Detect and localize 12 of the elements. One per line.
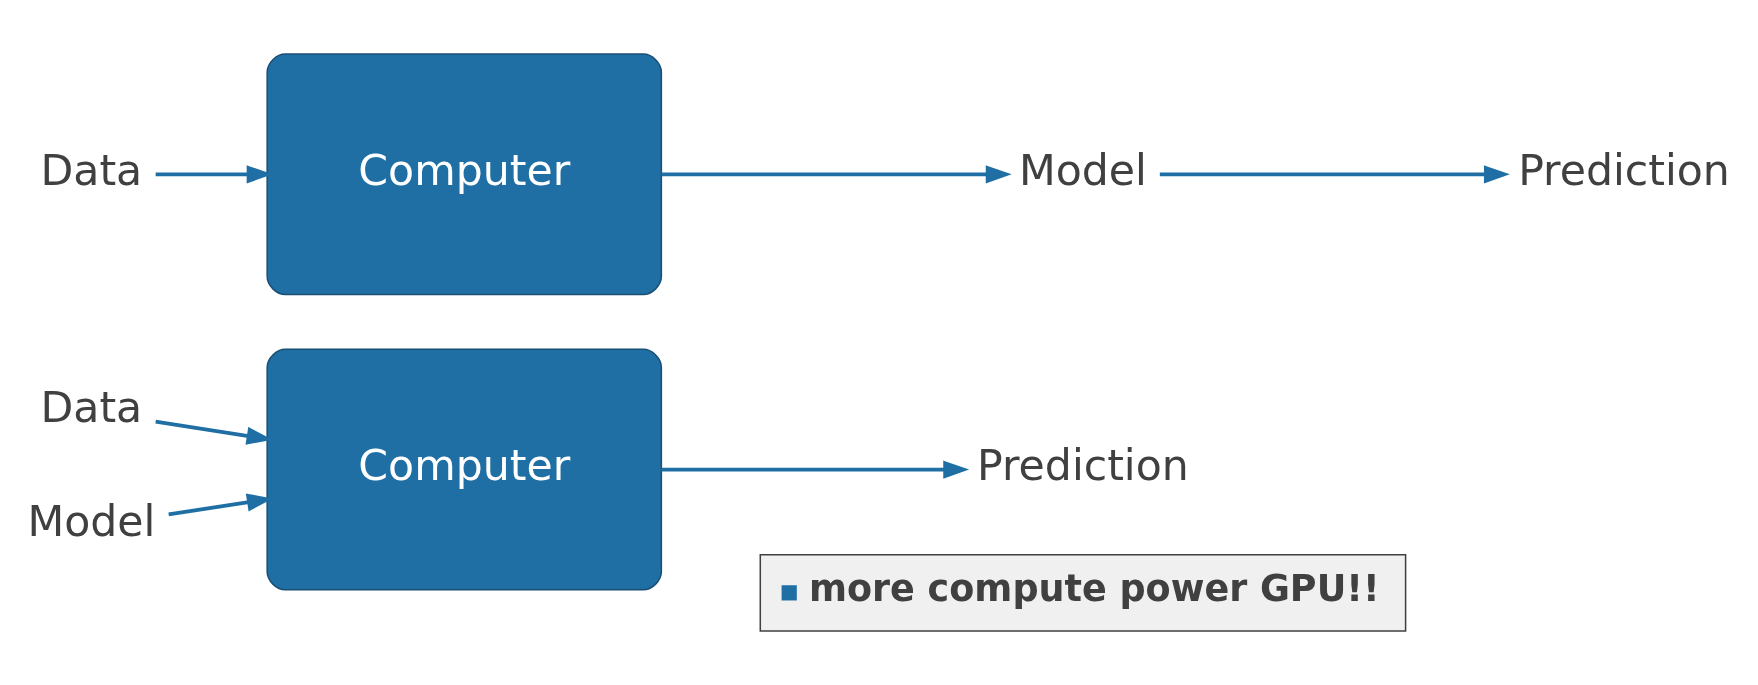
arrow <box>661 165 1012 184</box>
node-box: Computer <box>266 53 663 296</box>
node-text: Data <box>40 144 143 195</box>
node-text: Data <box>40 382 143 433</box>
node-text: Prediction <box>1518 144 1730 195</box>
node-box: more compute power GPU!! <box>759 554 1407 632</box>
arrow <box>1159 165 1510 184</box>
node-text: Prediction <box>977 440 1189 491</box>
node-text: Model <box>27 496 156 547</box>
arrow <box>661 460 970 479</box>
node-box: Computer <box>266 348 663 591</box>
node-text: Model <box>1018 144 1147 195</box>
